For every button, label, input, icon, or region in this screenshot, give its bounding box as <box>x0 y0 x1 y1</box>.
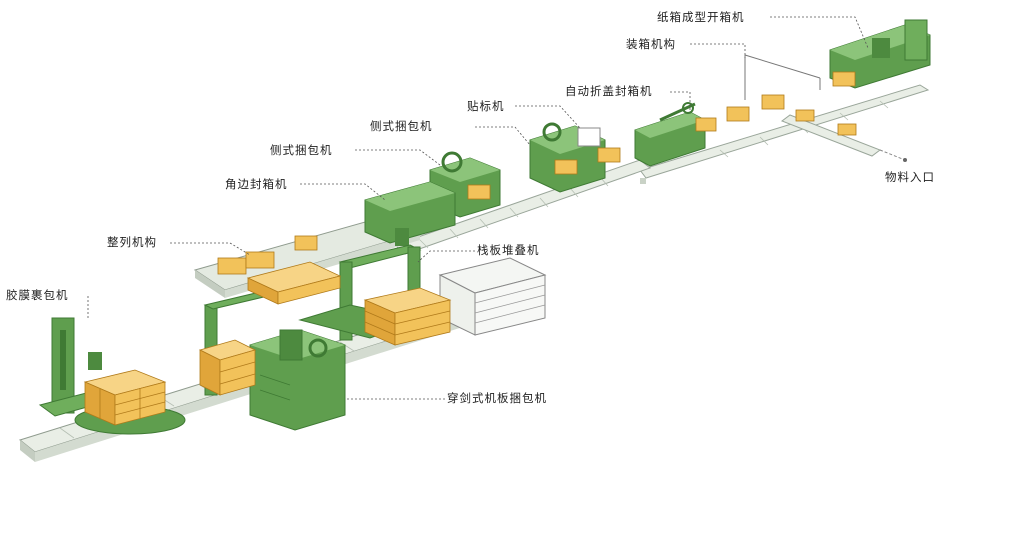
carton-stack-aligner <box>246 261 342 305</box>
case-packer-frame <box>744 54 821 100</box>
label-labeler: 贴标机 <box>467 99 505 113</box>
label-auto-flap-sealer: 自动折盖封箱机 <box>565 84 653 98</box>
auto-flap-sealer-machine <box>634 102 706 167</box>
pallet-load-palletizer <box>363 287 452 346</box>
label-carton-erector: 纸箱成型开箱机 <box>657 10 745 24</box>
pallet-magazine <box>438 257 547 336</box>
label-side-strapper-2: 侧式捆包机 <box>270 143 333 157</box>
labeler-machine <box>529 122 606 193</box>
pallet-load-wrapper <box>83 369 167 426</box>
pallet-load-strapper <box>198 339 257 396</box>
label-pallet-strapper: 穿剑式机板捆包机 <box>447 391 547 405</box>
cartons <box>217 71 857 275</box>
inlet-conveyor <box>780 114 907 162</box>
corner-sealer-machine <box>364 181 456 246</box>
label-stretch-wrapper: 胶膜裹包机 <box>6 288 69 302</box>
label-palletizer: 栈板堆叠机 <box>477 243 540 257</box>
leader-lines <box>87 16 869 400</box>
label-corner-sealer: 角边封箱机 <box>225 177 288 191</box>
label-aligner: 整列机构 <box>107 235 157 249</box>
label-case-packer: 装箱机构 <box>626 37 676 51</box>
label-material-inlet: 物料入口 <box>885 170 935 184</box>
label-side-strapper-1: 侧式捆包机 <box>370 119 433 133</box>
